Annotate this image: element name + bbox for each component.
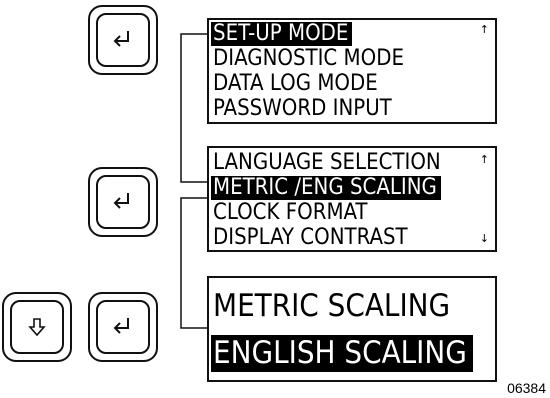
menu-item-language-selection[interactable]: LANGUAGE SELECTION	[213, 150, 441, 175]
menu-item-display-contrast[interactable]: DISPLAY CONTRAST	[213, 225, 408, 250]
menu-item-diagnostic-mode[interactable]: DIAGNOSTIC MODE	[213, 46, 404, 71]
enter-key-3-face	[96, 300, 150, 354]
lcd-screen-scaling-options: METRIC SCALING ENGLISH SCALING	[207, 276, 497, 382]
menu-item-clock-format[interactable]: CLOCK FORMAT	[213, 200, 368, 225]
enter-arrow-icon	[110, 316, 136, 338]
menu-item-metric-eng-scaling[interactable]: METRIC /ENG SCALING	[211, 176, 441, 200]
enter-key-1-face	[96, 13, 150, 67]
down-key[interactable]	[2, 292, 72, 362]
menu-item-setup-mode[interactable]: SET-UP MODE	[211, 22, 353, 46]
enter-arrow-icon	[110, 191, 136, 213]
enter-key-3[interactable]	[88, 292, 158, 362]
menu-item-data-log-mode[interactable]: DATA LOG MODE	[213, 71, 378, 96]
enter-key-2-face	[96, 175, 150, 229]
down-arrow-icon	[27, 316, 47, 338]
menu-item-password-input[interactable]: PASSWORD INPUT	[213, 96, 392, 121]
scroll-up-icon: ↑	[479, 23, 489, 36]
down-key-face	[10, 300, 64, 354]
option-metric-scaling[interactable]: METRIC SCALING	[213, 288, 451, 324]
lcd-screen-main-menu: SET-UP MODE DIAGNOSTIC MODE DATA LOG MOD…	[207, 18, 497, 124]
figure-number: 06384	[507, 380, 546, 396]
scroll-up-icon: ↑	[479, 153, 489, 166]
option-english-scaling[interactable]: ENGLISH SCALING	[211, 335, 473, 372]
scroll-down-icon: ↓	[479, 232, 489, 245]
enter-key-2[interactable]	[88, 167, 158, 237]
enter-arrow-icon	[110, 29, 136, 51]
enter-key-1[interactable]	[88, 5, 158, 75]
lcd-screen-setup-menu: LANGUAGE SELECTION METRIC /ENG SCALING C…	[207, 146, 497, 252]
